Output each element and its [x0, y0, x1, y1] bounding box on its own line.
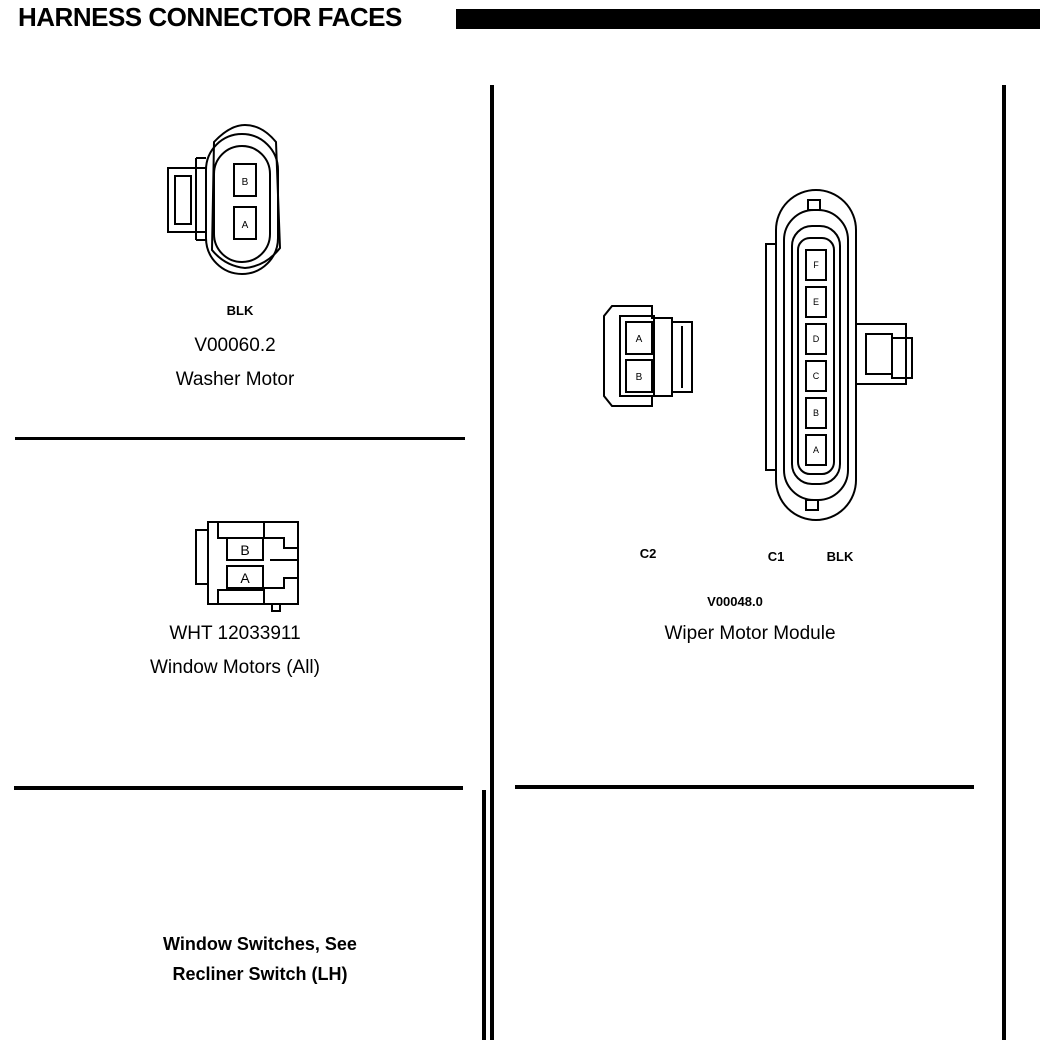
wiper-part-number: V00048.0: [707, 594, 763, 609]
wiper-c1-color-label: BLK: [826, 549, 854, 564]
washer-color-label: BLK: [226, 303, 254, 318]
c1-pin-a: A: [813, 445, 819, 455]
window-pin-b: B: [240, 542, 249, 558]
horizontal-divider-right: [515, 785, 974, 789]
vertical-divider-center-lower: [482, 790, 486, 1040]
washer-name: Washer Motor: [175, 369, 295, 390]
window-switches-line1: Window Switches, See: [163, 934, 357, 954]
c2-pin-a: A: [636, 334, 643, 345]
c1-pin-f: F: [813, 260, 819, 270]
window-part-number: WHT 12033911: [169, 623, 301, 644]
wiper-c1-label: C1: [767, 549, 785, 564]
window-pin-a: A: [240, 570, 250, 586]
wiper-name: Wiper Motor Module: [664, 623, 836, 644]
c1-pin-d: D: [813, 334, 820, 344]
washer-pin-b: B: [242, 177, 249, 188]
title-bar: [456, 9, 1040, 29]
washer-pin-a: A: [242, 220, 249, 231]
window-switches-line2: Recliner Switch (LH): [172, 964, 348, 984]
vertical-divider-center: [490, 85, 494, 1040]
window-name: Window Motors (All): [150, 657, 320, 678]
c1-pin-b: B: [813, 408, 819, 418]
horizontal-divider-left-1: [15, 437, 465, 440]
c1-pin-e: E: [813, 297, 819, 307]
page-title: HARNESS CONNECTOR FACES: [18, 2, 402, 32]
c1-pin-c: C: [813, 371, 820, 381]
washer-part-number: V00060.2: [194, 335, 276, 356]
wiper-c2-label: C2: [639, 546, 657, 561]
vertical-divider-right: [1002, 85, 1006, 1040]
c2-pin-b: B: [636, 372, 643, 383]
horizontal-divider-left-2: [14, 786, 463, 790]
